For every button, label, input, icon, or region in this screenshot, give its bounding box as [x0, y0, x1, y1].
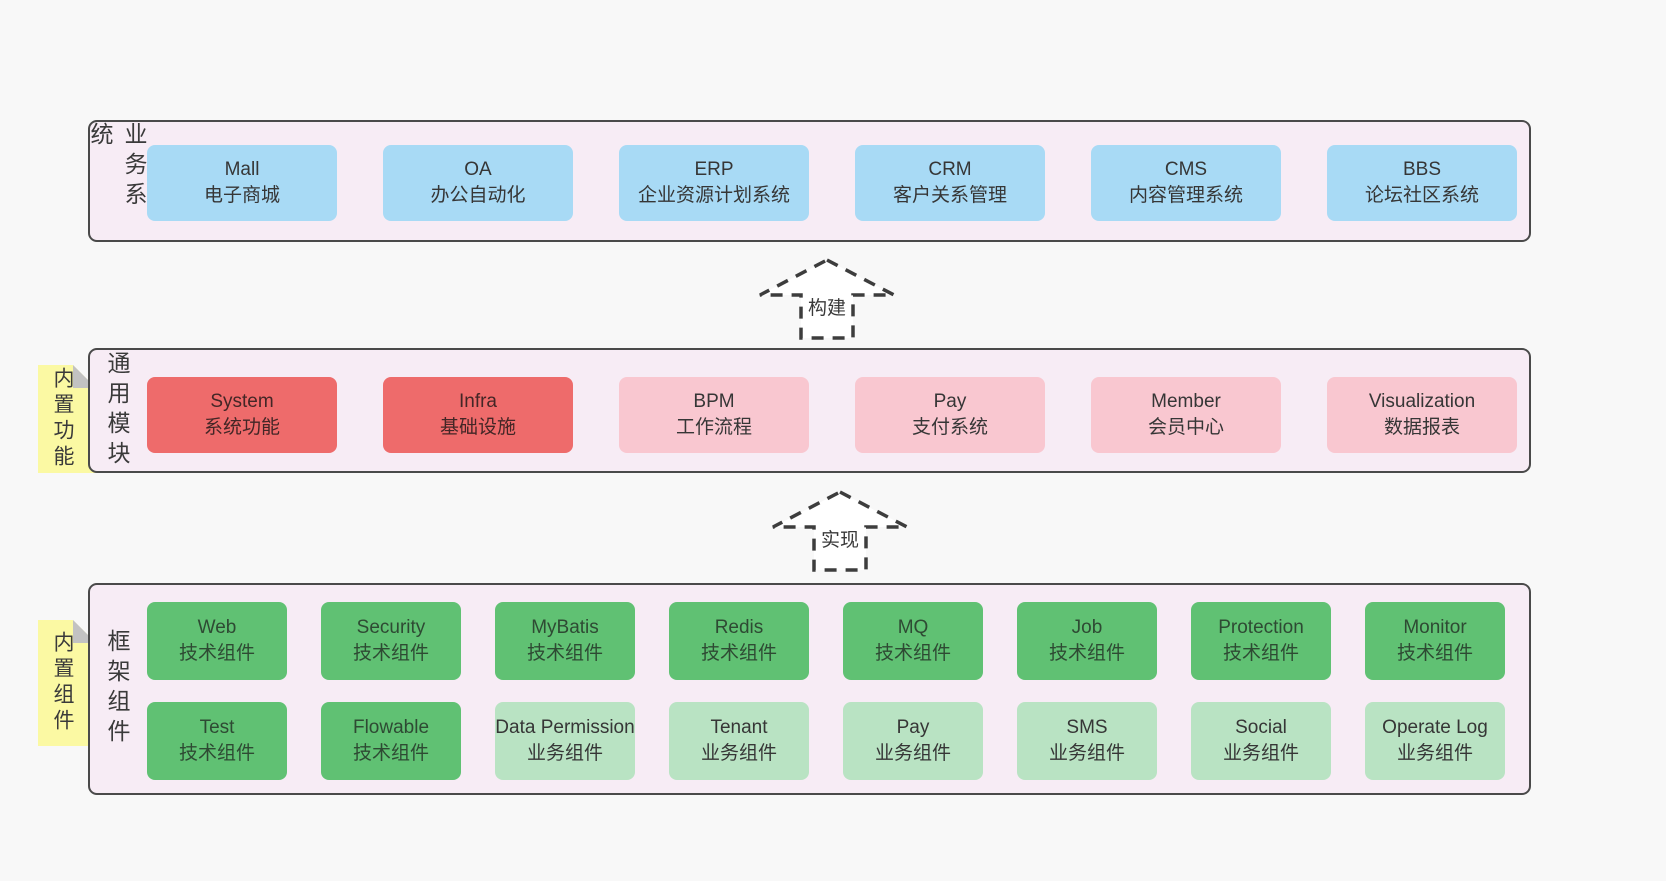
box-desc: 业务组件 — [526, 743, 603, 764]
box-desc: 业务组件 — [1396, 743, 1473, 764]
box-bpm: BPM 工作流程 — [619, 377, 809, 453]
box-mall: Mall 电子商城 — [147, 145, 337, 221]
box-title: Test — [199, 717, 235, 738]
box-title: Web — [197, 617, 237, 638]
box-mybatis: MyBatis 技术组件 — [495, 602, 635, 680]
box-desc: 企业资源计划系统 — [637, 185, 790, 206]
box-desc: 系统功能 — [203, 417, 280, 438]
box-title: Infra — [458, 391, 498, 412]
box-title: SMS — [1066, 717, 1108, 738]
box-visualization: Visualization 数据报表 — [1327, 377, 1517, 453]
box-flowable: Flowable 技术组件 — [321, 702, 461, 780]
box-title: Pay — [933, 391, 967, 412]
box-desc: 会员中心 — [1147, 417, 1224, 438]
box-title: Visualization — [1368, 391, 1476, 412]
framework-components-layer: 框架组件 Web 技术组件 Security 技术组件 MyBatis 技术组件… — [88, 583, 1531, 795]
box-title: Job — [1071, 617, 1103, 638]
box-test: Test 技术组件 — [147, 702, 287, 780]
business-systems-layer: 业务系统 Mall 电子商城 OA 办公自动化 ERP 企业资源计划系统 CRM… — [87, 120, 1531, 242]
box-desc: 客户关系管理 — [892, 185, 1007, 206]
box-web: Web 技术组件 — [147, 602, 287, 680]
box-desc: 技术组件 — [526, 643, 603, 664]
box-title: MQ — [897, 617, 929, 638]
build-arrow: 构建 — [757, 257, 897, 341]
common-modules-layer: 通用模块 System 系统功能 Infra 基础设施 BPM 工作流程 Pay… — [88, 348, 1531, 473]
box-security: Security 技术组件 — [321, 602, 461, 680]
box-monitor: Monitor 技术组件 — [1365, 602, 1505, 680]
box-desc: 业务组件 — [1048, 743, 1125, 764]
framework-layer-label: 框架组件 — [104, 629, 130, 749]
implement-arrow: 实现 — [770, 489, 910, 573]
box-member: Member 会员中心 — [1091, 377, 1281, 453]
box-title: CMS — [1164, 159, 1208, 180]
box-operate-log: Operate Log 业务组件 — [1365, 702, 1505, 780]
box-bbs: BBS 论坛社区系统 — [1327, 145, 1517, 221]
box-erp: ERP 企业资源计划系统 — [619, 145, 809, 221]
box-data-permission: Data Permission 业务组件 — [495, 702, 635, 780]
box-desc: 电子商城 — [203, 185, 280, 206]
box-pay-module: Pay 支付系统 — [855, 377, 1045, 453]
business-layer-label: 业务系统 — [87, 122, 147, 212]
box-title: Operate Log — [1382, 717, 1488, 738]
box-desc: 技术组件 — [1396, 643, 1473, 664]
box-title: Security — [356, 617, 426, 638]
box-desc: 技术组件 — [700, 643, 777, 664]
box-desc: 工作流程 — [675, 417, 752, 438]
box-redis: Redis 技术组件 — [669, 602, 809, 680]
implement-arrow-label: 实现 — [817, 525, 863, 552]
box-desc: 支付系统 — [911, 417, 988, 438]
box-title: BPM — [693, 391, 735, 412]
box-title: Mall — [224, 159, 260, 180]
box-title: Protection — [1218, 617, 1304, 638]
sticky-note-text: 内置组件 — [51, 631, 74, 735]
box-title: CRM — [928, 159, 972, 180]
sticky-note-text: 内置功能 — [51, 367, 74, 471]
box-title: Redis — [714, 617, 764, 638]
box-pay-component: Pay 业务组件 — [843, 702, 983, 780]
box-desc: 技术组件 — [352, 643, 429, 664]
box-desc: 基础设施 — [439, 417, 516, 438]
box-desc: 数据报表 — [1383, 417, 1460, 438]
box-desc: 技术组件 — [874, 643, 951, 664]
box-title: ERP — [694, 159, 734, 180]
box-social: Social 业务组件 — [1191, 702, 1331, 780]
box-protection: Protection 技术组件 — [1191, 602, 1331, 680]
box-title: Monitor — [1403, 617, 1467, 638]
box-title: Data Permission — [495, 717, 635, 738]
box-desc: 技术组件 — [1048, 643, 1125, 664]
box-title: MyBatis — [531, 617, 599, 638]
box-desc: 技术组件 — [178, 743, 255, 764]
box-sms: SMS 业务组件 — [1017, 702, 1157, 780]
box-mq: MQ 技术组件 — [843, 602, 983, 680]
box-desc: 技术组件 — [178, 643, 255, 664]
box-title: BBS — [1402, 159, 1442, 180]
box-desc: 技术组件 — [1222, 643, 1299, 664]
box-title: Tenant — [710, 717, 768, 738]
box-job: Job 技术组件 — [1017, 602, 1157, 680]
box-cms: CMS 内容管理系统 — [1091, 145, 1281, 221]
box-title: OA — [464, 159, 492, 180]
box-desc: 业务组件 — [874, 743, 951, 764]
box-tenant: Tenant 业务组件 — [669, 702, 809, 780]
box-title: Pay — [896, 717, 930, 738]
build-arrow-label: 构建 — [804, 293, 850, 320]
box-title: Social — [1235, 717, 1287, 738]
box-desc: 内容管理系统 — [1128, 185, 1243, 206]
box-title: Member — [1151, 391, 1221, 412]
box-system: System 系统功能 — [147, 377, 337, 453]
box-oa: OA 办公自动化 — [383, 145, 573, 221]
box-desc: 技术组件 — [352, 743, 429, 764]
box-crm: CRM 客户关系管理 — [855, 145, 1045, 221]
box-desc: 办公自动化 — [430, 185, 526, 206]
box-desc: 业务组件 — [700, 743, 777, 764]
box-desc: 论坛社区系统 — [1364, 185, 1479, 206]
modules-layer-label: 通用模块 — [104, 350, 130, 471]
box-desc: 业务组件 — [1222, 743, 1299, 764]
box-title: Flowable — [352, 717, 430, 738]
box-infra: Infra 基础设施 — [383, 377, 573, 453]
box-title: System — [210, 391, 274, 412]
